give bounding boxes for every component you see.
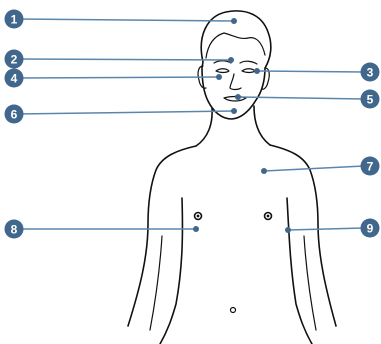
marker-label-8: 8 bbox=[11, 223, 18, 237]
target-dot-1 bbox=[231, 18, 237, 24]
target-dot-8 bbox=[193, 226, 199, 232]
leader-line-2 bbox=[16, 59, 231, 60]
target-dot-9 bbox=[285, 227, 291, 233]
right-eye bbox=[242, 69, 255, 73]
nose bbox=[230, 74, 241, 90]
marker-label-3: 3 bbox=[367, 66, 374, 80]
head-outline bbox=[201, 11, 271, 119]
marker-badge-7: 7 bbox=[361, 157, 380, 176]
leader-line-7 bbox=[264, 166, 364, 171]
marker-label-2: 2 bbox=[11, 53, 18, 67]
hairline bbox=[206, 33, 265, 58]
left-inner-arm bbox=[150, 236, 162, 330]
leader-line-9 bbox=[288, 228, 364, 230]
target-dot-2 bbox=[228, 57, 234, 63]
right-torso-side bbox=[287, 198, 312, 344]
right-nipple-center bbox=[267, 215, 270, 218]
marker-label-4: 4 bbox=[11, 72, 18, 86]
left-torso-side bbox=[160, 198, 182, 344]
target-dot-7 bbox=[261, 168, 267, 174]
marker-badge-4: 4 bbox=[5, 69, 24, 88]
right-shoulder-arm bbox=[270, 145, 336, 326]
marker-label-1: 1 bbox=[11, 13, 18, 27]
marker-badge-5: 5 bbox=[361, 90, 380, 109]
marker-label-9: 9 bbox=[367, 222, 374, 236]
neck-left bbox=[196, 108, 212, 146]
marker-label-5: 5 bbox=[367, 93, 374, 107]
right-inner-arm bbox=[304, 236, 316, 330]
target-dot-6 bbox=[231, 108, 237, 114]
leader-lines bbox=[16, 19, 364, 230]
marker-badge-2: 2 bbox=[5, 50, 24, 69]
right-eyebrow bbox=[240, 61, 257, 64]
marker-label-7: 7 bbox=[367, 160, 374, 174]
leader-line-1 bbox=[16, 19, 233, 21]
marker-badge-3: 3 bbox=[361, 63, 380, 82]
marker-badge-8: 8 bbox=[5, 220, 24, 239]
marker-badge-1: 1 bbox=[5, 10, 24, 29]
target-dot-5 bbox=[235, 94, 241, 100]
leader-line-4 bbox=[16, 77, 219, 78]
marker-badges: 1 2 3 4 5 6 7 8 bbox=[5, 10, 380, 239]
left-eye bbox=[216, 69, 229, 73]
target-dot-3 bbox=[254, 68, 260, 74]
target-dot-4 bbox=[216, 74, 222, 80]
marker-badge-6: 6 bbox=[5, 105, 24, 124]
leader-line-6 bbox=[16, 111, 234, 114]
leader-line-3 bbox=[257, 71, 364, 72]
marker-label-6: 6 bbox=[11, 108, 18, 122]
navel bbox=[231, 308, 236, 313]
marker-badge-9: 9 bbox=[361, 219, 380, 238]
neck-right bbox=[254, 106, 270, 145]
left-nipple-center bbox=[197, 215, 200, 218]
